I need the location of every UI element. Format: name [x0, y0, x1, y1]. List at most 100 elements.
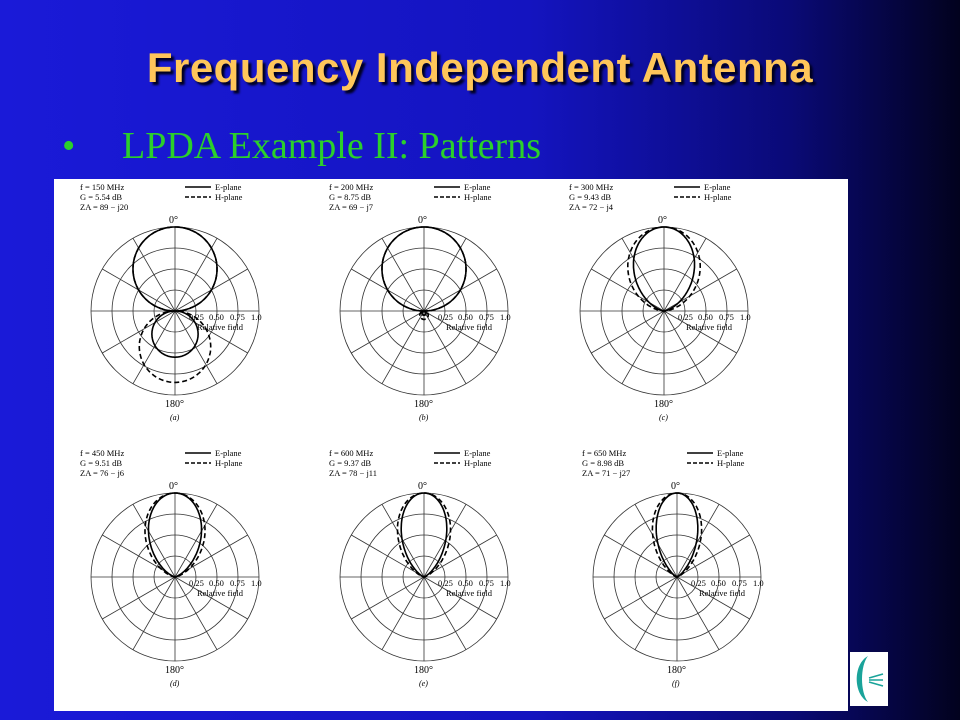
angle-label-top: 0°: [418, 215, 427, 226]
e-plane-curve: [655, 492, 699, 578]
radial-tick-label: 1.0: [500, 312, 511, 322]
panel-impedance: ZA = 72 − j4: [569, 202, 614, 212]
angle-label-top: 0°: [169, 215, 178, 226]
radial-tick-label: 0.75: [479, 312, 494, 322]
radial-tick-label: 0.25: [691, 578, 706, 588]
panel-gain: G = 9.51 dB: [80, 458, 122, 468]
legend-e-plane-label: E-plane: [717, 448, 744, 458]
grid-spoke: [381, 310, 425, 384]
grid-spoke: [351, 534, 425, 578]
grid-spoke: [102, 534, 176, 578]
angle-label-bottom: 180°: [165, 665, 184, 676]
angle-label-top: 0°: [671, 481, 680, 492]
grid-spoke: [351, 576, 425, 620]
grid-spoke: [591, 268, 665, 312]
grid-spoke: [423, 576, 497, 620]
panel-frequency: f = 650 MHz: [582, 448, 626, 458]
legend-h-plane-label: H-plane: [464, 458, 492, 468]
grid-spoke: [132, 238, 176, 312]
grid-spoke: [676, 504, 720, 578]
grid-spoke: [634, 576, 678, 650]
panel-caption: (d): [170, 679, 180, 688]
grid-spoke: [132, 310, 176, 384]
radial-axis-label: Relative field: [699, 588, 746, 598]
radial-axis-label: Relative field: [446, 322, 493, 332]
panel-frequency: f = 300 MHz: [569, 182, 613, 192]
legend-e-plane-label: E-plane: [215, 448, 242, 458]
grid-spoke: [423, 310, 467, 384]
radial-tick-label: 0.50: [458, 312, 473, 322]
panel-gain: G = 9.37 dB: [329, 458, 371, 468]
radial-tick-label: 0.25: [189, 312, 204, 322]
radial-tick-label: 0.50: [209, 578, 224, 588]
radial-tick-label: 0.50: [458, 578, 473, 588]
panel-impedance: ZA = 76 − j6: [80, 468, 124, 478]
grid-spoke: [663, 310, 707, 384]
angle-label-top: 0°: [658, 215, 667, 226]
grid-spoke: [423, 238, 467, 312]
grid-spoke: [663, 310, 737, 354]
panel-gain: G = 8.98 dB: [582, 458, 624, 468]
radial-tick-label: 0.75: [732, 578, 747, 588]
panel-gain: G = 8.75 dB: [329, 192, 371, 202]
e-plane-curve: [147, 492, 203, 578]
bullet-text: LPDA Example II: Patterns: [122, 125, 541, 167]
panel-gain: G = 5.54 dB: [80, 192, 122, 202]
grid-spoke: [102, 576, 176, 620]
panel-impedance: ZA = 71 − j27: [582, 468, 630, 478]
grid-spoke: [351, 310, 425, 354]
grid-spoke: [381, 576, 425, 650]
legend-e-plane-label: E-plane: [215, 182, 242, 192]
panel-impedance: ZA = 69 − j7: [329, 202, 373, 212]
logo: [850, 652, 888, 706]
slide-title: Frequency Independent Antenna: [146, 44, 814, 91]
angle-label-bottom: 180°: [667, 665, 686, 676]
grid-spoke: [102, 310, 176, 354]
grid-spoke: [676, 576, 750, 620]
radial-tick-label: 1.0: [753, 578, 764, 588]
legend-h-plane-label: H-plane: [215, 192, 243, 202]
legend-h-plane-label: H-plane: [704, 192, 732, 202]
radial-tick-label: 0.50: [698, 312, 713, 322]
panel-caption: (b): [419, 413, 429, 422]
legend-e-plane-label: E-plane: [704, 182, 731, 192]
radial-tick-label: 0.75: [719, 312, 734, 322]
angle-label-bottom: 180°: [165, 399, 184, 410]
panel-caption: (f): [672, 679, 680, 688]
legend-h-plane-label: H-plane: [464, 192, 492, 202]
grid-spoke: [381, 238, 425, 312]
radial-tick-label: 0.75: [230, 312, 245, 322]
legend-h-plane-label: H-plane: [717, 458, 745, 468]
radial-tick-label: 0.75: [230, 578, 245, 588]
grid-spoke: [132, 504, 176, 578]
radial-tick-label: 1.0: [500, 578, 511, 588]
legend-e-plane-label: E-plane: [464, 448, 491, 458]
panel-frequency: f = 450 MHz: [80, 448, 124, 458]
grid-spoke: [676, 534, 750, 578]
grid-spoke: [174, 504, 218, 578]
grid-spoke: [174, 310, 248, 354]
grid-spoke: [423, 534, 497, 578]
panel-caption: (c): [659, 413, 668, 422]
grid-spoke: [663, 268, 737, 312]
grid-spoke: [676, 576, 720, 650]
radial-tick-label: 1.0: [251, 312, 262, 322]
radial-tick-label: 1.0: [251, 578, 262, 588]
angle-label-top: 0°: [169, 481, 178, 492]
radial-axis-label: Relative field: [197, 322, 244, 332]
e-plane-curve: [381, 226, 467, 316]
grid-spoke: [604, 534, 678, 578]
panel-caption: (e): [419, 679, 428, 688]
grid-spoke: [174, 576, 218, 650]
angle-label-bottom: 180°: [414, 665, 433, 676]
grid-spoke: [634, 504, 678, 578]
radial-tick-label: 1.0: [740, 312, 751, 322]
angle-label-bottom: 180°: [654, 399, 673, 410]
radial-tick-label: 0.75: [479, 578, 494, 588]
